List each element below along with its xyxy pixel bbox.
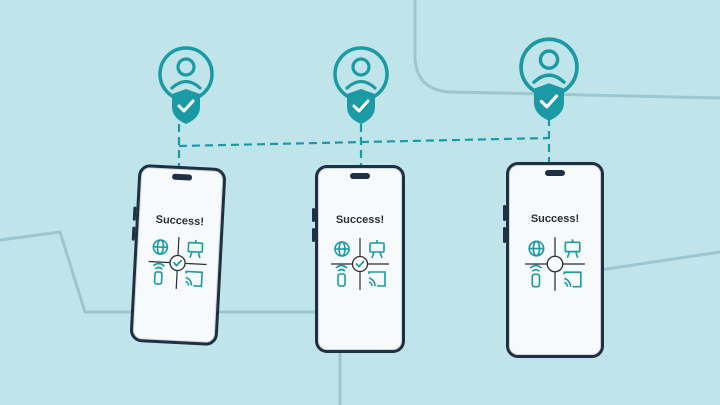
cast-icon: [185, 270, 203, 288]
wireless-remote-icon: [335, 264, 348, 287]
presentation-board-icon: [187, 239, 204, 259]
phone-notch: [171, 173, 193, 181]
map-road-right: [598, 250, 720, 272]
user-shield-icon: [158, 46, 214, 124]
phone-3: Success!: [503, 162, 604, 358]
phone-side-button: [503, 227, 506, 243]
phone-side-button: [132, 206, 137, 221]
presentation-board-icon: [564, 239, 581, 259]
success-text: Success!: [530, 213, 580, 225]
globe-icon: [528, 240, 545, 257]
phone-notch: [350, 173, 370, 179]
check-circle-icon: [351, 255, 369, 273]
presentation-board-icon: [369, 240, 385, 259]
phone-side-button: [312, 208, 315, 222]
wireless-remote-icon: [529, 264, 543, 288]
user-shield-badge-2: [332, 45, 390, 127]
success-text: Success!: [335, 214, 385, 226]
feature-grid: [331, 238, 389, 290]
phone-1: Success!: [129, 163, 227, 347]
cast-icon: [563, 271, 582, 288]
empty-circle-icon: [546, 255, 564, 273]
success-text: Success!: [155, 213, 205, 229]
feature-grid: [525, 237, 585, 291]
cast-icon: [368, 271, 386, 287]
phone-notch: [545, 170, 565, 176]
user-shield-badge-1: [157, 45, 215, 127]
phone-side-button: [503, 205, 506, 221]
map-road-top-right: [413, 0, 720, 100]
phone-side-button: [312, 228, 315, 242]
globe-icon: [334, 241, 350, 257]
connector-line-horizontal: [178, 136, 550, 148]
check-circle-icon: [169, 254, 186, 272]
user-shield-icon: [333, 46, 389, 124]
phone-side-button: [131, 226, 136, 241]
user-shield-badge-3: [516, 36, 582, 124]
feature-grid: [148, 236, 207, 289]
globe-icon: [152, 239, 169, 255]
user-shield-icon: [519, 37, 579, 121]
phone-2: Success!: [312, 165, 405, 353]
wireless-remote-icon: [152, 262, 165, 285]
